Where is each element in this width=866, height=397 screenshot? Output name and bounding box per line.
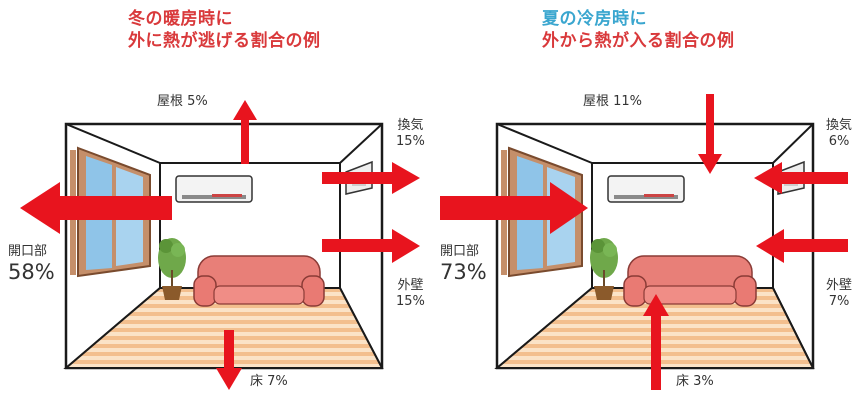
winter-opening: 開口部 58% (8, 244, 55, 284)
summer-arrows (440, 94, 848, 390)
summer-opening-label: 開口部 (440, 244, 480, 259)
summer-opening-value: 73% (440, 260, 487, 284)
winter-wall: 外壁 15% (396, 278, 425, 310)
summer-wall-value: 7% (828, 294, 850, 309)
winter-wall-arrowhead (392, 229, 420, 263)
winter-floor-arrowhead (216, 368, 242, 390)
summer-ventilation: 換気 6% (826, 118, 852, 150)
winter-opening-arrowhead (20, 182, 60, 234)
winter-opening-arrow-shaft (60, 196, 172, 220)
winter-sofa (193, 255, 325, 307)
winter-wall-arrow-shaft (322, 239, 392, 252)
summer-ventilation-label: 換気 (826, 118, 853, 133)
winter-floor-label: 床 7% (250, 374, 288, 389)
summer-roof-arrowhead (698, 154, 722, 174)
winter-floor-arrow-shaft (224, 330, 234, 368)
winter-roof-label: 屋根 5% (157, 94, 208, 109)
winter-ventilation: 換気 15% (396, 118, 425, 150)
summer-floor-label: 床 3% (676, 374, 714, 389)
summer-title: 夏の冷房時に 外から熱が入る割合の例 (542, 8, 735, 52)
winter-wall-value: 15% (396, 294, 425, 309)
winter-title: 冬の暖房時に 外に熱が逃げる割合の例 (128, 8, 321, 52)
summer-wall: 外壁 7% (826, 278, 852, 310)
winter-ventilation-value: 15% (396, 134, 425, 149)
summer-wall-arrow-shaft (784, 239, 848, 252)
summer-title-line1: 夏の冷房時に (542, 9, 647, 29)
winter-vent-arrowhead (392, 162, 420, 194)
winter-arrows (20, 100, 420, 390)
summer-wall-label: 外壁 (826, 278, 853, 293)
summer-floor-arrowhead (643, 294, 669, 316)
summer-plant (590, 238, 618, 300)
summer-wall-arrowhead (756, 229, 784, 263)
winter-roof-arrowhead (233, 100, 257, 120)
summer-vent-arrowhead (754, 162, 782, 194)
summer-opening: 開口部 73% (440, 244, 487, 284)
winter-opening-value: 58% (8, 260, 55, 284)
winter-vent-arrow-shaft (322, 172, 392, 184)
summer-opening-arrow-shaft (440, 196, 550, 220)
winter-plant (158, 238, 186, 300)
summer-floor-arrow-shaft (651, 316, 661, 390)
winter-opening-label: 開口部 (8, 244, 48, 259)
winter-room (63, 122, 384, 370)
summer-sofa (623, 255, 757, 307)
winter-roof-arrow-shaft (241, 120, 249, 164)
summer-vent-arrow-shaft (782, 172, 848, 184)
summer-roof-label: 屋根 11% (583, 94, 643, 109)
winter-air-conditioner (175, 175, 253, 203)
summer-title-line2: 外から熱が入る割合の例 (542, 31, 735, 51)
summer-roof-arrow-shaft (706, 94, 714, 154)
winter-ventilation-label: 換気 (397, 118, 424, 133)
winter-floor (63, 287, 384, 369)
summer-opening-arrowhead (550, 182, 588, 234)
winter-title-line1: 冬の暖房時に (128, 9, 233, 29)
winter-wall-label: 外壁 (397, 278, 424, 293)
winter-title-line2: 外に熱が逃げる割合の例 (128, 31, 321, 51)
summer-air-conditioner (607, 175, 685, 203)
summer-ventilation-value: 6% (828, 134, 850, 149)
